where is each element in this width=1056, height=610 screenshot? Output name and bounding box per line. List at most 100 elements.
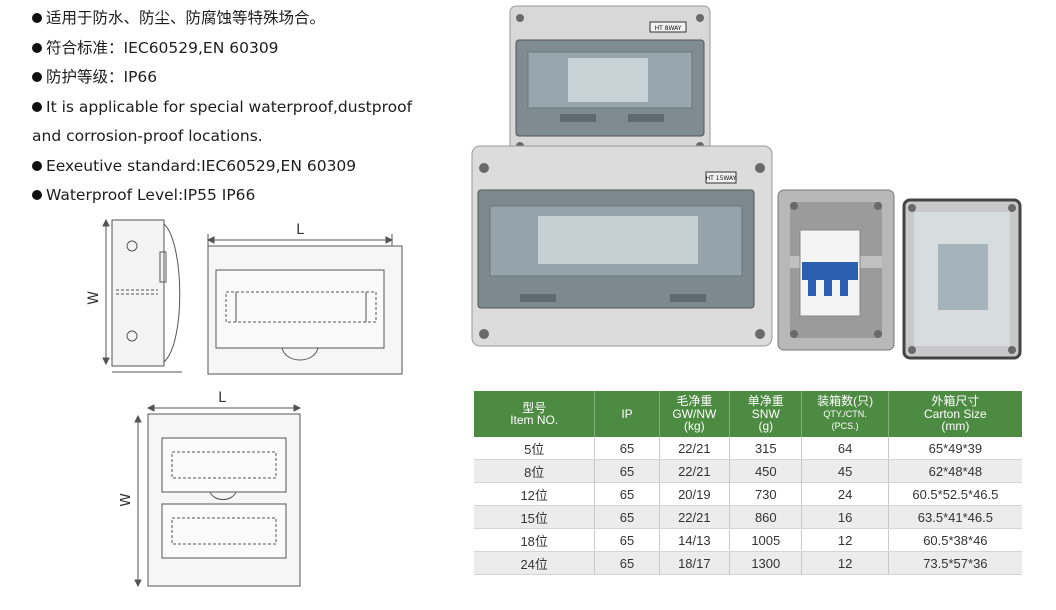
feature-item-continued: and corrosion-proof locations. bbox=[32, 122, 452, 152]
feature-text: 适用于防水、防尘、防腐蚀等特殊场合。 bbox=[46, 9, 326, 27]
header-line: (kg) bbox=[684, 419, 705, 434]
table-cell: 73.5*57*36 bbox=[888, 551, 1022, 575]
feature-item: 符合标准：IEC60529,EN 60309 bbox=[32, 34, 452, 64]
header-line: 装箱数(只) bbox=[817, 394, 874, 409]
bullet-dot-icon bbox=[32, 160, 42, 171]
feature-text: Waterproof Level:IP55 IP66 bbox=[46, 186, 256, 204]
table-cell: 60.5*52.5*46.5 bbox=[888, 482, 1022, 506]
table-cell: 16 bbox=[801, 505, 889, 529]
dimension-l-label: L bbox=[218, 390, 226, 406]
table-cell: 450 bbox=[729, 459, 803, 483]
header-line: 外箱尺寸 bbox=[931, 394, 980, 409]
small-enclosure: HT 8WAY bbox=[509, 5, 711, 155]
header-line: 毛净重 bbox=[676, 394, 713, 409]
table-cell: 5位 bbox=[474, 437, 596, 460]
product-photo-svg: HT 8WAY HT 15WAY bbox=[471, 5, 1022, 360]
header-line: SNW bbox=[751, 406, 780, 421]
small-box-label: HT 8WAY bbox=[655, 25, 682, 32]
table-header-cell: IP bbox=[594, 391, 660, 437]
feature-item: It is applicable for special waterproof,… bbox=[32, 93, 452, 123]
bullet-dot-icon bbox=[32, 42, 42, 53]
open-enclosure-with-breaker bbox=[777, 189, 895, 351]
dimension-w-label: W bbox=[120, 493, 134, 507]
table-cell: 65 bbox=[594, 437, 660, 460]
table-cell: 14/13 bbox=[659, 528, 731, 552]
bullet-dot-icon bbox=[32, 72, 42, 82]
table-cell: 64 bbox=[801, 437, 889, 460]
table-cell: 62*48*48 bbox=[888, 459, 1022, 483]
header-line: Item NO. bbox=[510, 413, 559, 427]
table-cell: 12 bbox=[801, 551, 889, 575]
table-cell: 12位 bbox=[474, 482, 596, 506]
table-cell: 65 bbox=[594, 482, 660, 506]
table-cell: 8位 bbox=[474, 459, 596, 483]
feature-text: 符合标准：IEC60529,EN 60309 bbox=[46, 38, 279, 57]
table-cell: 65 bbox=[594, 528, 660, 552]
header-line: GW/NW bbox=[672, 406, 717, 421]
table-cell: 15位 bbox=[474, 505, 596, 529]
table-cell: 20/19 bbox=[659, 482, 731, 506]
table-cell: 1300 bbox=[729, 551, 803, 575]
header-line: (g) bbox=[758, 419, 774, 434]
large-enclosure: HT 15WAY bbox=[471, 145, 773, 347]
header-line: QTY./CTN. bbox=[823, 408, 867, 419]
table-cell: 65 bbox=[594, 459, 660, 483]
header-line: (PCS.) bbox=[831, 421, 859, 432]
header-line: Carton Size bbox=[924, 406, 987, 421]
large-box-label: HT 15WAY bbox=[706, 175, 737, 182]
header-line: IP bbox=[621, 406, 633, 421]
table-cell: 860 bbox=[729, 505, 803, 529]
feature-item: Waterproof Level:IP55 IP66 bbox=[32, 181, 452, 211]
table-cell: 60.5*38*46 bbox=[888, 528, 1022, 552]
table-cell: 65 bbox=[594, 551, 660, 575]
bullet-dot-icon bbox=[32, 101, 42, 112]
feature-text: It is applicable for special waterproof,… bbox=[46, 97, 413, 116]
feature-text: and corrosion-proof locations. bbox=[32, 127, 263, 145]
feature-list: 适用于防水、防尘、防腐蚀等特殊场合。 符合标准：IEC60529,EN 6030… bbox=[32, 4, 452, 211]
table-cell: 65 bbox=[594, 505, 660, 529]
table-cell: 45 bbox=[801, 459, 889, 483]
feature-item: 适用于防水、防尘、防腐蚀等特殊场合。 bbox=[32, 4, 452, 34]
table-cell: 730 bbox=[729, 482, 803, 506]
enclosure-cover bbox=[902, 198, 1022, 360]
table-cell: 18/17 bbox=[659, 551, 731, 575]
dimension-w-label: W bbox=[86, 291, 102, 305]
table-cell: 22/21 bbox=[659, 437, 731, 460]
header-line: (mm) bbox=[941, 419, 970, 434]
table-cell: 24位 bbox=[474, 551, 596, 575]
dimension-l-label: L bbox=[296, 222, 304, 238]
table-cell: 1005 bbox=[729, 528, 803, 552]
bullet-dot-icon bbox=[32, 190, 42, 200]
product-photo: HT 8WAY HT 15WAY bbox=[468, 4, 1028, 364]
table-cell: 12 bbox=[801, 528, 889, 552]
header-line: 型号 bbox=[522, 400, 547, 415]
table-header-cell: 装箱数(只)QTY./CTN. (PCS.) bbox=[801, 391, 889, 437]
drawing-svg: W L bbox=[86, 218, 403, 375]
feature-text: 防护等级：IP66 bbox=[46, 68, 158, 86]
feature-text: Eexeutive standard:IEC60529,EN 60309 bbox=[46, 156, 357, 175]
table-cell: 18位 bbox=[474, 528, 596, 552]
table-cell: 65*49*39 bbox=[888, 437, 1022, 460]
feature-item: Eexeutive standard:IEC60529,EN 60309 bbox=[32, 152, 452, 182]
table-cell: 63.5*41*46.5 bbox=[888, 505, 1022, 529]
table-cell: 315 bbox=[729, 437, 803, 460]
dimension-drawing-double: L W bbox=[118, 388, 310, 594]
dimension-drawing-single: W L bbox=[86, 212, 416, 382]
table-cell: 24 bbox=[801, 482, 889, 506]
header-line: 单净重 bbox=[747, 394, 784, 409]
table-cell: 22/21 bbox=[659, 459, 731, 483]
bullet-dot-icon bbox=[32, 13, 42, 23]
